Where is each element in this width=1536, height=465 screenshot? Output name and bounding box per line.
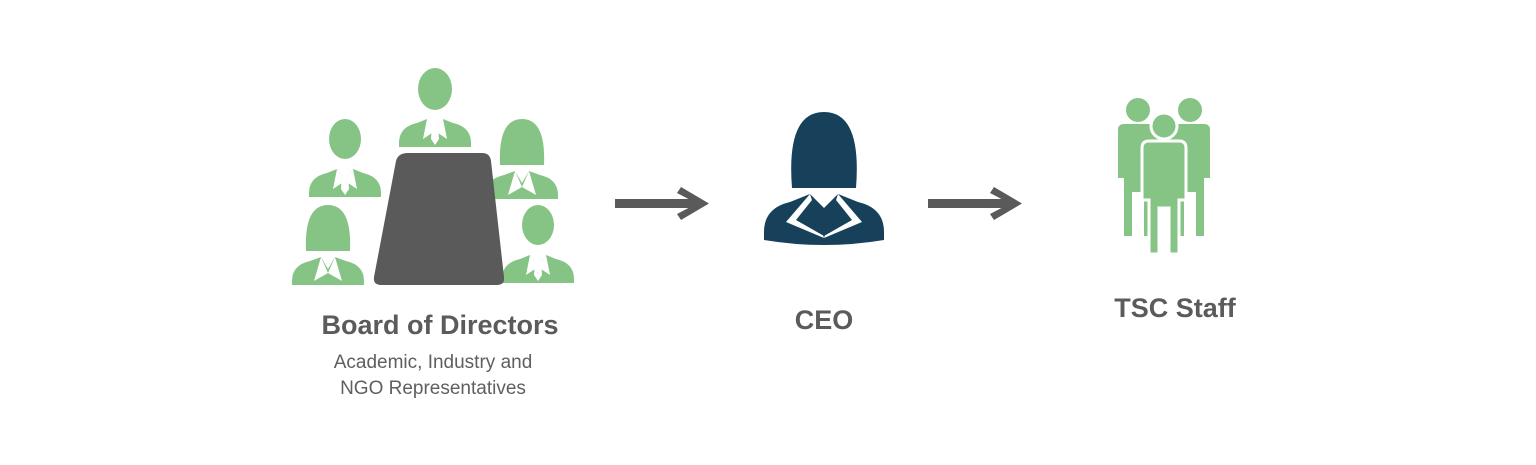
staff-title: TSC Staff	[1114, 293, 1236, 323]
table-icon	[373, 153, 505, 285]
board-member-icon	[309, 119, 381, 197]
businesswoman-icon	[764, 112, 884, 245]
board-title: Board of Directors	[321, 310, 559, 340]
board-member-icon	[292, 205, 364, 285]
board-subtitle: Academic, Industry and NGO Representativ…	[283, 350, 583, 402]
board-members	[292, 68, 574, 285]
ceo-title: CEO	[794, 305, 854, 335]
arrow-right-icon	[615, 187, 709, 220]
board-member-icon	[502, 205, 574, 283]
arrow-right-icon	[928, 187, 1022, 220]
board-member-icon	[399, 68, 471, 147]
board-subtitle-line: Academic, Industry and	[333, 352, 533, 373]
boardroom-icon	[292, 68, 574, 285]
staff-group-icon	[1118, 98, 1210, 256]
board-member-icon	[486, 119, 558, 199]
board-subtitle-line: NGO Representatives	[340, 378, 526, 399]
